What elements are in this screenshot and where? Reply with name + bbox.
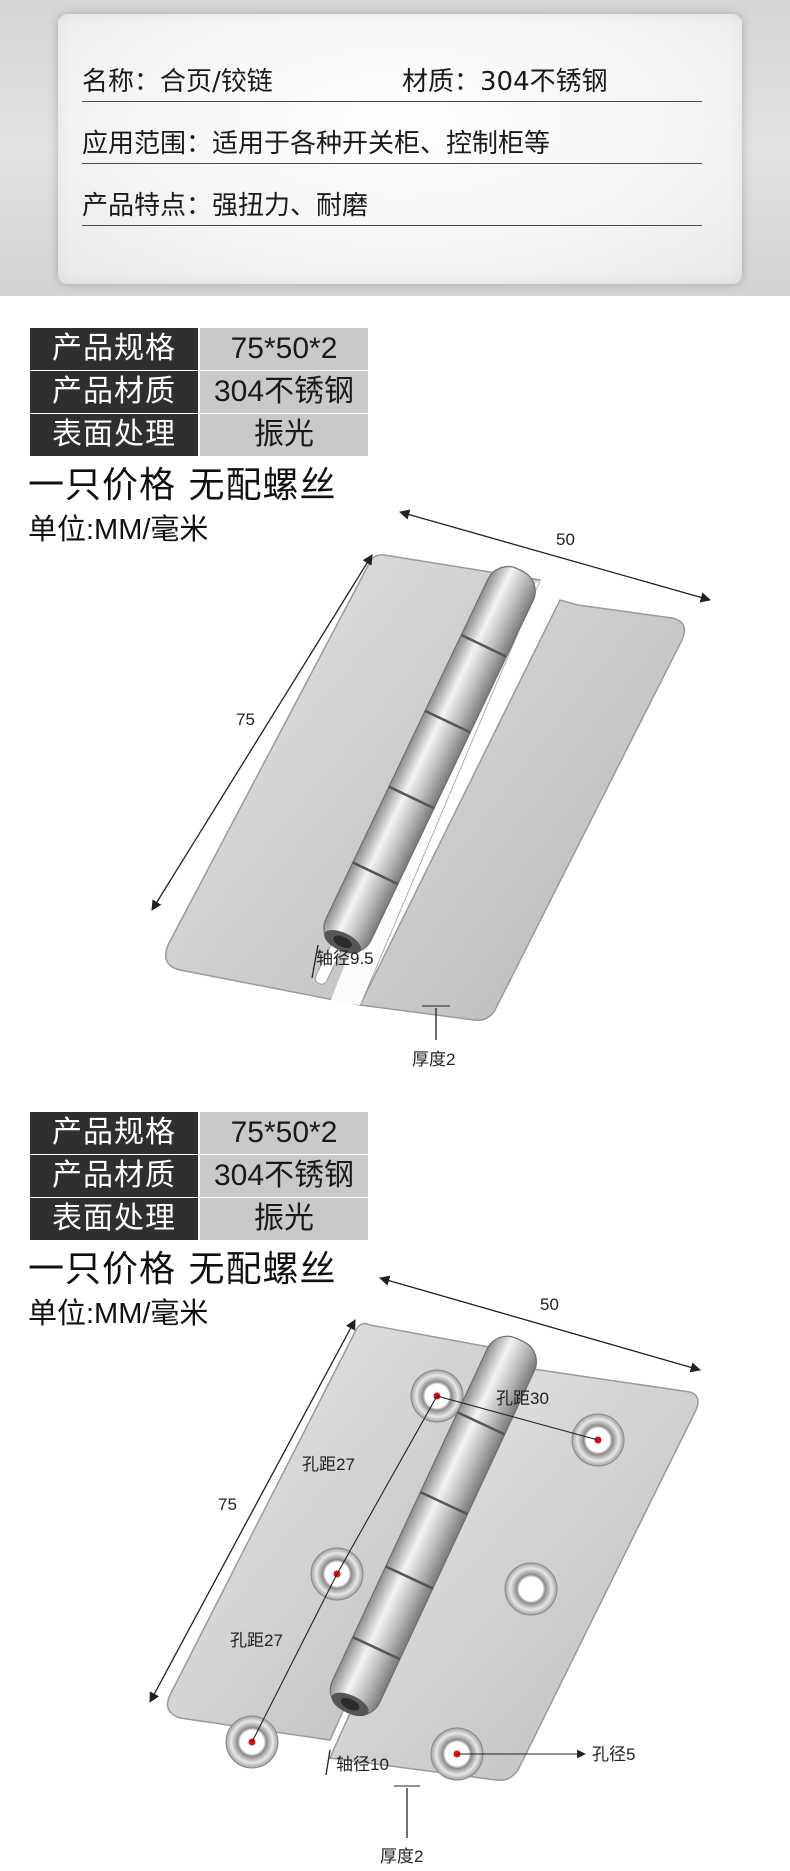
top-spec-band: 名称：合页/铰链 材质：304不锈钢 应用范围：适用于各种开关柜、控制柜等 产品… [0, 0, 790, 296]
dim-label-hole-spacing-v2: 孔距27 [230, 1631, 283, 1650]
spec-value: 振光 [200, 414, 368, 456]
dim-label-hole-spacing-h: 孔距30 [496, 1389, 549, 1408]
spec-key: 产品材质 [30, 1155, 198, 1197]
mount-hole [504, 1562, 558, 1616]
dim-label-hole-dia: 孔径5 [592, 1745, 635, 1764]
dim-label-shaft: 轴径10 [336, 1755, 389, 1774]
hinge-drawing-2: 50 75 孔距30 孔距27 孔距27 孔径5 轴径10 厚度2 [149, 1275, 701, 1866]
price-note: 一只价格 无配螺丝 [28, 1249, 337, 1290]
spec-value: 75*50*2 [200, 1112, 368, 1154]
dim-label-thickness: 厚度2 [412, 1050, 455, 1069]
product-material: 材质：304不锈钢 [402, 67, 608, 97]
spec-row-name-material: 名称：合页/铰链 材质：304不锈钢 [82, 62, 702, 102]
spec-key: 产品材质 [30, 371, 198, 413]
spec-key: 产品规格 [30, 328, 198, 370]
dim-label-length: 75 [218, 1495, 237, 1514]
dim-label-thickness: 厚度2 [380, 1847, 423, 1866]
spec-value: 75*50*2 [200, 328, 368, 370]
spec-table-row: 表面处理 振光 [30, 1198, 370, 1240]
hinge-plate-right [358, 599, 686, 1022]
top-spec-card: 名称：合页/铰链 材质：304不锈钢 应用范围：适用于各种开关柜、控制柜等 产品… [58, 14, 742, 284]
spec-row-features: 产品特点：强扭力、耐磨 [82, 186, 702, 226]
spec-value: 304不锈钢 [200, 1155, 368, 1197]
product-name: 名称：合页/铰链 [82, 67, 273, 97]
dim-label-shaft: 轴径9.5 [316, 949, 374, 968]
application-scope: 应用范围：适用于各种开关柜、控制柜等 [82, 129, 551, 159]
spec-value: 304不锈钢 [200, 371, 368, 413]
dim-label-width: 50 [540, 1295, 559, 1314]
dim-line-shaft [325, 1749, 331, 1776]
spec-key: 表面处理 [30, 1198, 198, 1240]
dim-line-length [151, 554, 373, 911]
spec-value: 振光 [200, 1198, 368, 1240]
dim-line-width [379, 1275, 701, 1373]
price-note: 一只价格 无配螺丝 [28, 465, 337, 506]
hinge-drawing-1: 50 75 轴径9.5 厚度2 [151, 509, 712, 1069]
dim-line-length [149, 1319, 356, 1703]
dim-label-hole-spacing-v1: 孔距27 [302, 1455, 355, 1474]
product-features: 产品特点：强扭力、耐磨 [82, 191, 369, 221]
spec-table-row: 产品材质 304不锈钢 [30, 1155, 370, 1197]
spec-key: 表面处理 [30, 414, 198, 456]
dim-line-hole-spacing-v2 [251, 1573, 338, 1743]
spec-table-1: 产品规格 75*50*2 产品材质 304不锈钢 表面处理 振光 [30, 328, 370, 457]
dim-line-hole-spacing-v1 [336, 1395, 438, 1575]
spec-table-2: 产品规格 75*50*2 产品材质 304不锈钢 表面处理 振光 [30, 1112, 370, 1241]
hinge-knuckle [323, 565, 536, 954]
spec-row-application: 应用范围：适用于各种开关柜、控制柜等 [82, 124, 702, 164]
spec-table-row: 产品规格 75*50*2 [30, 1112, 370, 1154]
spec-table-row: 表面处理 振光 [30, 414, 370, 456]
spec-table-row: 产品材质 304不锈钢 [30, 371, 370, 413]
dim-line-shaft [311, 944, 319, 979]
dim-label-width: 50 [556, 530, 575, 549]
dim-line-width [398, 509, 712, 603]
dim-line-hole-spacing-h [436, 1395, 599, 1441]
unit-note: 单位:MM/毫米 [28, 514, 209, 546]
dim-label-length: 75 [236, 710, 255, 729]
spec-key: 产品规格 [30, 1112, 198, 1154]
spec-table-row: 产品规格 75*50*2 [30, 328, 370, 370]
